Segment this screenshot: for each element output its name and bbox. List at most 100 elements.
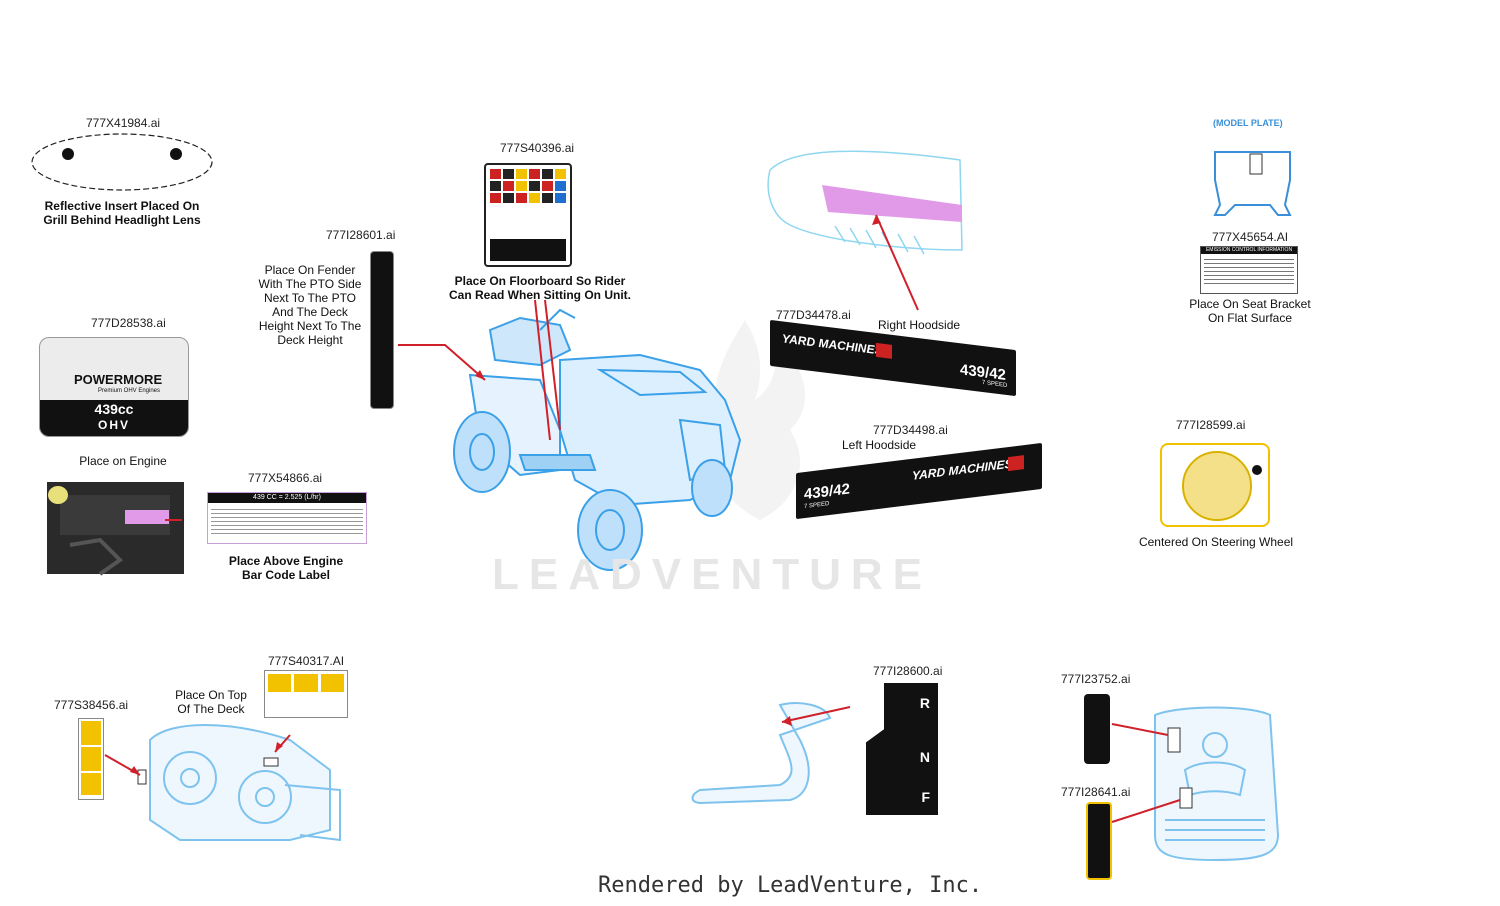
left-hoodside-model: 439/42 xyxy=(804,480,850,503)
fuel-label: 439 CC = 2.525 (L/hr) xyxy=(207,492,367,544)
fender-note-line: And The Deck xyxy=(252,305,368,319)
fuel-label-note-line2: Bar Code Label xyxy=(206,568,366,582)
fender-decal xyxy=(370,251,394,409)
yard-machines-logo-icon xyxy=(876,343,892,359)
fender-note: Place On Fender With The PTO Side Next T… xyxy=(252,263,368,347)
warning-icon xyxy=(490,193,501,203)
pedal-reverse-label: R xyxy=(920,695,930,711)
part-code-deck-side: 777S38456.ai xyxy=(54,698,128,712)
part-code-seat-bracket: 777X45654.AI xyxy=(1212,230,1288,244)
warning-icon xyxy=(555,169,566,179)
reflective-insert-drawing xyxy=(32,134,212,190)
deck-top-note: Place On Top Of The Deck xyxy=(164,688,258,716)
steering-wheel-icon xyxy=(1182,451,1252,521)
steering-wheel-decal xyxy=(1160,443,1270,527)
warning-icon xyxy=(490,169,501,179)
gear-icon xyxy=(1252,465,1262,475)
warning-icon xyxy=(542,181,553,191)
dash-upper-decal xyxy=(1084,694,1110,764)
emission-label-header: EMISSION CONTROL INFORMATION xyxy=(1201,247,1297,254)
model-plate-drawing xyxy=(1215,152,1290,215)
fender-note-line: With The PTO Side xyxy=(252,277,368,291)
part-code-pedal: 777I28600.ai xyxy=(873,664,942,678)
reflective-note-line1: Reflective Insert Placed On xyxy=(30,199,214,213)
right-hoodside-brand: YARD MACHINES xyxy=(782,331,882,357)
engine-badge: POWERMORE Premium OHV Engines 439cc OHV xyxy=(39,337,189,437)
warning-icon xyxy=(81,721,101,745)
fuel-label-note-line1: Place Above Engine xyxy=(206,554,366,568)
fender-note-line: Height Next To The xyxy=(252,319,368,333)
seat-bracket-note: Place On Seat Bracket On Flat Surface xyxy=(1180,297,1320,325)
pedal-drawing xyxy=(693,703,831,803)
warning-icon xyxy=(542,169,553,179)
floorboard-decal-footer xyxy=(490,239,566,261)
warning-icon xyxy=(555,181,566,191)
left-hoodside-brand: YARD MACHINES xyxy=(912,457,1012,483)
warning-icon xyxy=(529,181,540,191)
part-code-floorboard: 777S40396.ai xyxy=(500,141,574,155)
seat-bracket-note-line1: Place On Seat Bracket xyxy=(1180,297,1320,311)
warning-icon xyxy=(542,193,553,203)
fender-note-line: Next To The PTO xyxy=(252,291,368,305)
reflective-note-line2: Grill Behind Headlight Lens xyxy=(30,213,214,227)
part-code-dash-upper: 777I23752.ai xyxy=(1061,672,1130,686)
fender-note-line: Place On Fender xyxy=(252,263,368,277)
deck-top-icons xyxy=(265,671,347,695)
engine-badge-brand: POWERMORE xyxy=(74,372,162,387)
fuel-label-note: Place Above Engine Bar Code Label xyxy=(206,554,366,582)
steering-wheel-note: Centered On Steering Wheel xyxy=(1132,535,1300,549)
floorboard-decal xyxy=(484,163,572,267)
deck-top-decal xyxy=(264,670,348,718)
seat-bracket-note-line2: On Flat Surface xyxy=(1180,311,1320,325)
warning-icon xyxy=(294,674,317,692)
warning-icon xyxy=(516,181,527,191)
part-code-engine-badge: 777D28538.ai xyxy=(91,316,166,330)
warning-icon xyxy=(555,193,566,203)
dash-lower-decal xyxy=(1086,802,1112,880)
fuel-label-text xyxy=(211,506,363,536)
part-code-fender: 777I28601.ai xyxy=(326,228,395,242)
warning-icon xyxy=(268,674,291,692)
model-plate-label: (MODEL PLATE) xyxy=(1213,118,1283,128)
warning-icon xyxy=(81,773,101,795)
pedal-neutral-label: N xyxy=(920,749,930,765)
pedal-forward-label: F xyxy=(921,789,930,805)
part-code-deck-top: 777S40317.AI xyxy=(268,654,344,668)
warning-icon xyxy=(503,181,514,191)
fuel-label-header: 439 CC = 2.525 (L/hr) xyxy=(208,493,366,503)
floorboard-decal-icons xyxy=(486,165,570,207)
tractor-drawing xyxy=(454,310,740,570)
hood-drawing xyxy=(768,151,962,254)
left-hoodside-note: Left Hoodside xyxy=(842,438,916,452)
warning-icon xyxy=(503,169,514,179)
warning-icon xyxy=(529,193,540,203)
fender-note-line: Deck Height xyxy=(252,333,368,347)
warning-icon xyxy=(516,193,527,203)
engine-badge-subline: Premium OHV Engines xyxy=(98,388,160,394)
deck-top-note-line2: Of The Deck xyxy=(164,702,258,716)
part-code-left-hoodside: 777D34498.ai xyxy=(873,423,948,437)
part-code-right-hoodside: 777D34478.ai xyxy=(776,308,851,322)
warning-icon xyxy=(81,747,101,771)
warning-icon xyxy=(490,181,501,191)
deck-top-note-line1: Place On Top xyxy=(164,688,258,702)
footer-credit: Rendered by LeadVenture, Inc. xyxy=(598,873,982,898)
engine-photo xyxy=(47,482,184,574)
mower-deck-drawing xyxy=(138,725,340,840)
floorboard-note-line1: Place On Floorboard So Rider xyxy=(440,274,640,288)
part-code-fuel-label: 777X54866.ai xyxy=(248,471,322,485)
yard-machines-logo-icon xyxy=(1008,455,1024,471)
reflective-note: Reflective Insert Placed On Grill Behind… xyxy=(30,199,214,227)
warning-icon xyxy=(516,169,527,179)
engine-badge-band: 439cc OHV xyxy=(40,400,188,436)
watermark-text: LEADVENTURE xyxy=(492,550,932,600)
engine-badge-cc: 439cc xyxy=(40,400,188,418)
floorboard-note: Place On Floorboard So Rider Can Read Wh… xyxy=(440,274,640,302)
engine-badge-note: Place on Engine xyxy=(66,454,180,468)
floorboard-note-line2: Can Read When Sitting On Unit. xyxy=(440,288,640,302)
warning-icon xyxy=(529,169,540,179)
part-code-steering-wheel: 777I28599.ai xyxy=(1176,418,1245,432)
right-hoodside-note: Right Hoodside xyxy=(878,318,960,332)
dashboard-drawing xyxy=(1155,708,1278,861)
emission-label-text xyxy=(1204,256,1294,284)
